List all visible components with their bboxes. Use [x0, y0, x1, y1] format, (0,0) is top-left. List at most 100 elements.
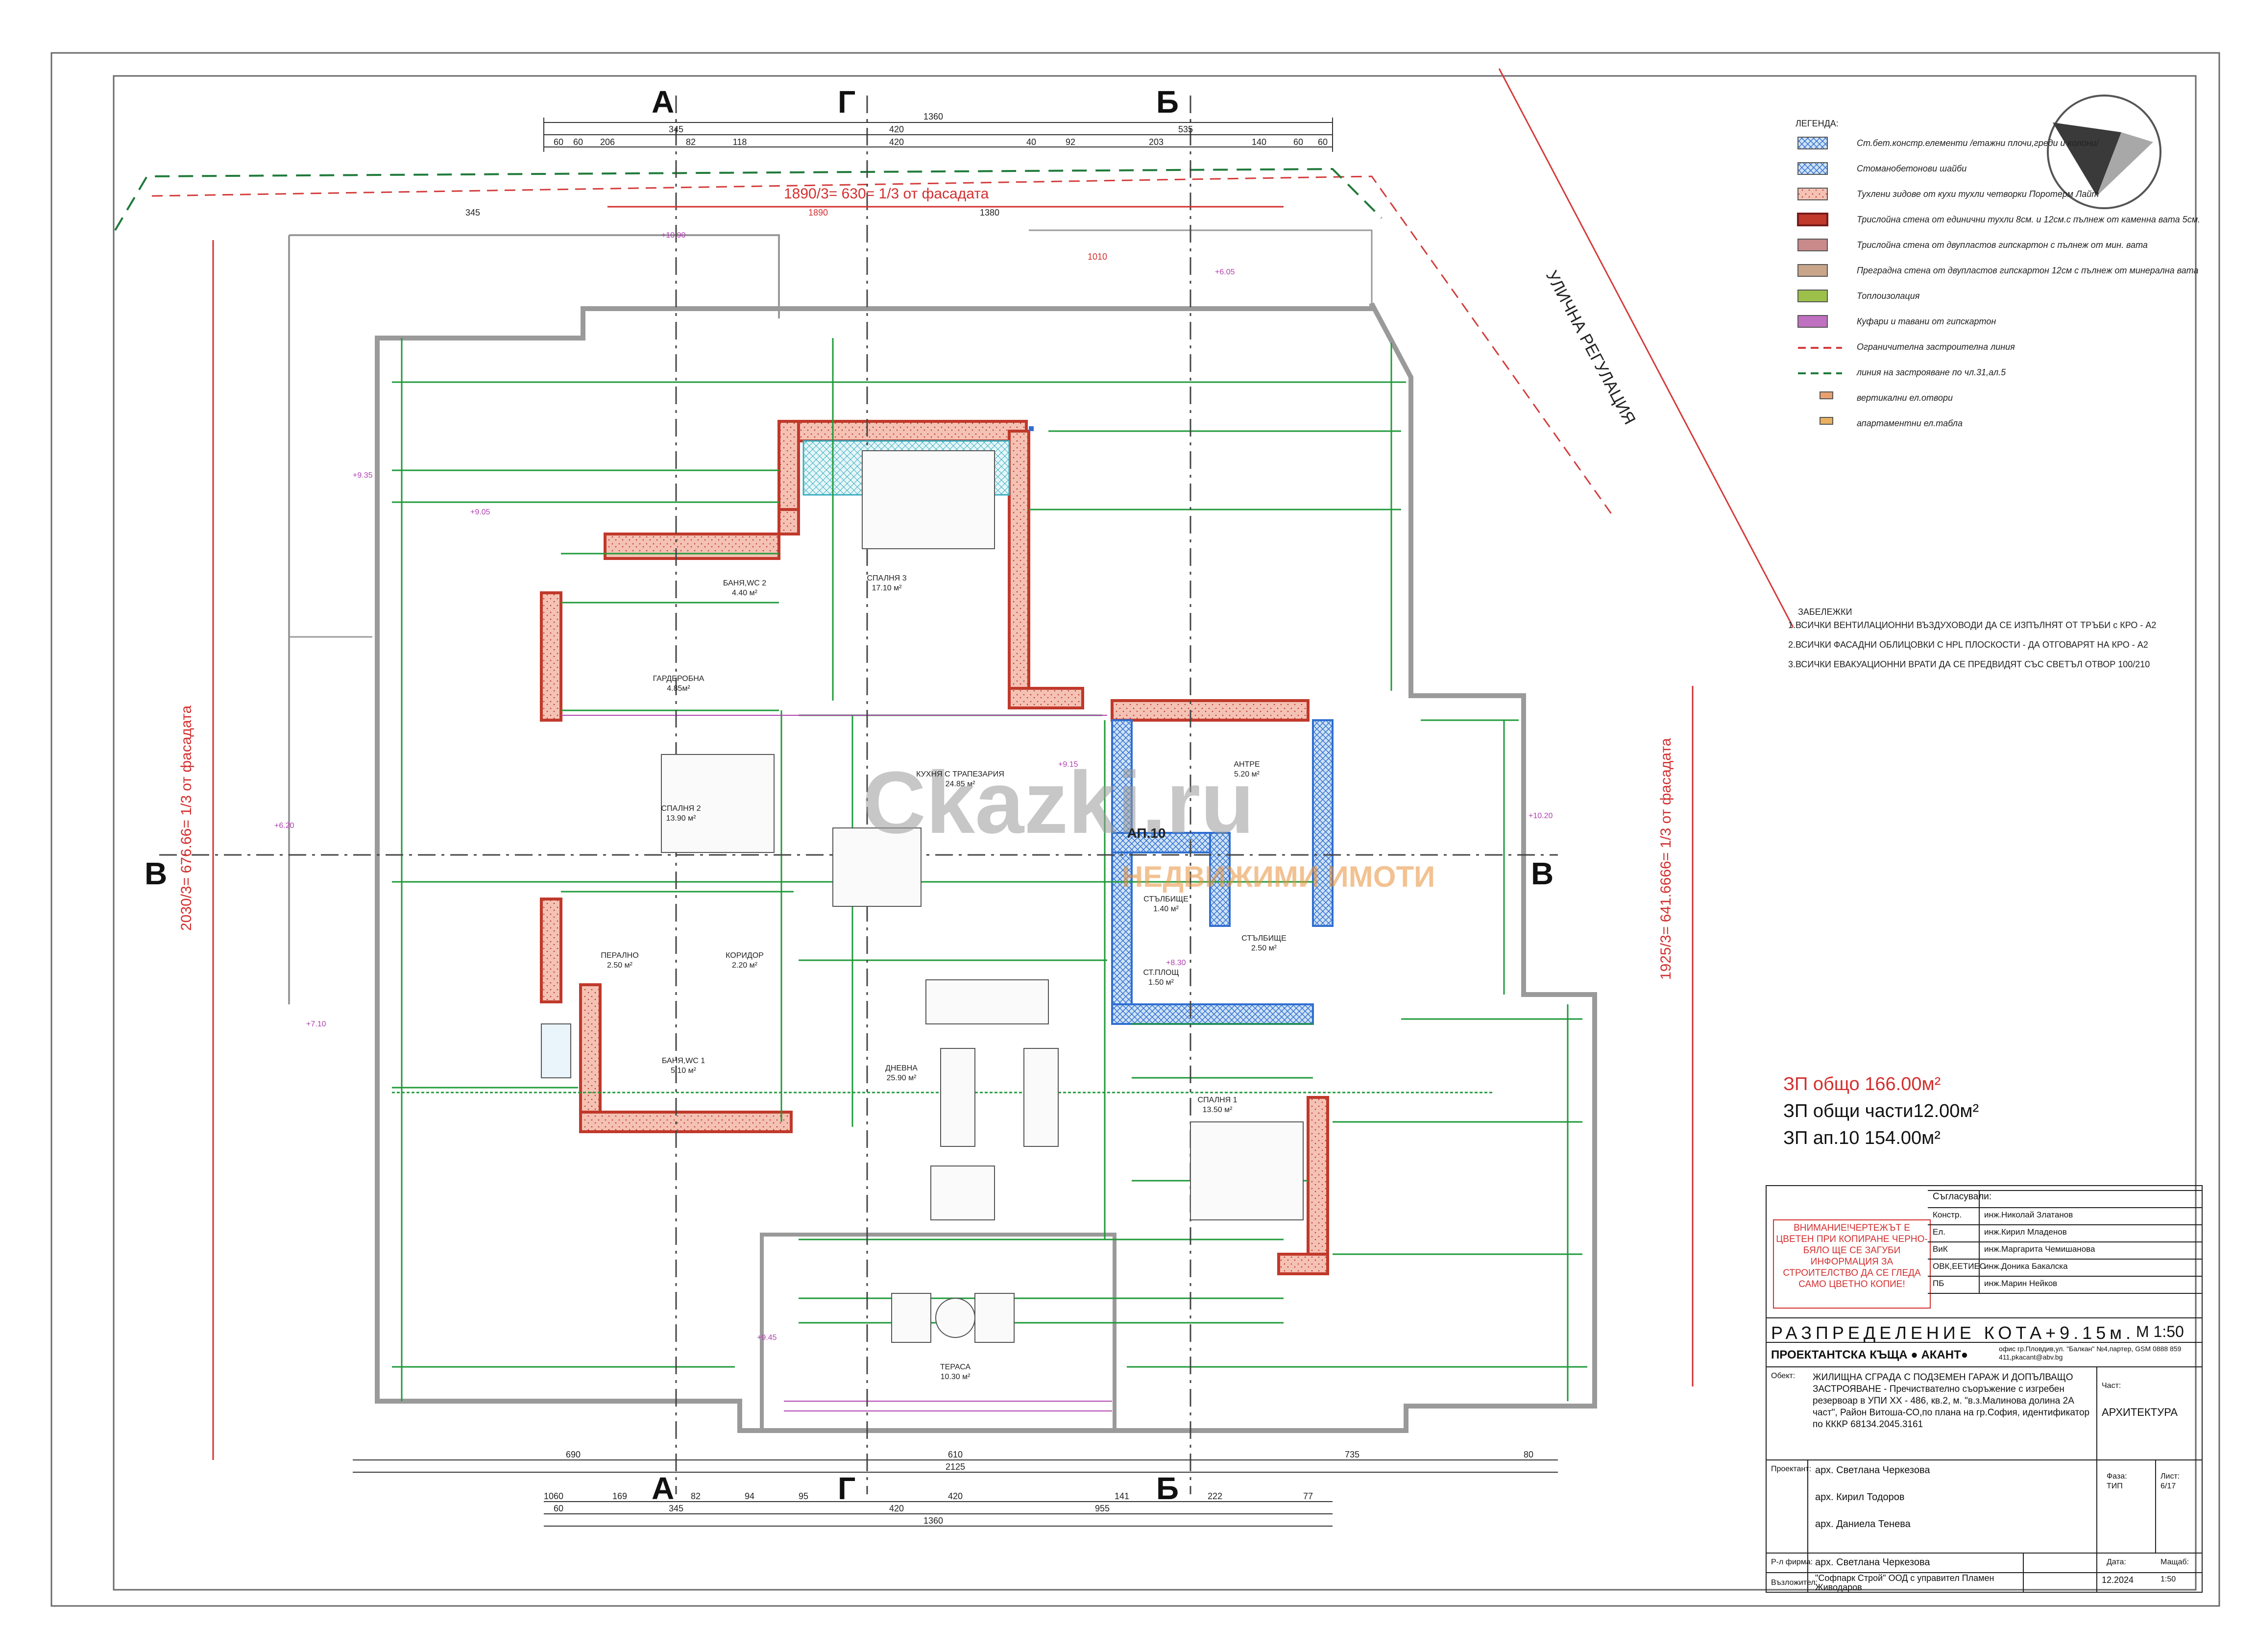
facade-lines: [212, 206, 1694, 1460]
dim-b4-a: 60: [554, 1504, 563, 1513]
legend-swatch-10: [1820, 391, 1833, 399]
dim-b3-g: 420: [948, 1491, 963, 1501]
legend-swatch-4: [1797, 239, 1828, 251]
legend-label-3: Трислойна стена от единични тухли 8см. и…: [1857, 215, 2200, 224]
dim-bottom-690: 690: [566, 1450, 581, 1459]
dim-top-g: 40: [1026, 137, 1036, 147]
designer-2: арх. Кирил Тодоров: [1815, 1492, 1905, 1503]
approval-role-4: ПБ: [1933, 1279, 1944, 1288]
part-value: АРХИТЕКТУРА: [2102, 1406, 2178, 1418]
approval-name-2: инж.Маргарита Чемишанова: [1984, 1244, 2095, 1254]
room-wardrobe-name: ГАРДЕРОБНА: [653, 675, 704, 683]
approval-name-0: инж.Николай Златанов: [1984, 1210, 2073, 1219]
level-5: +7.10: [306, 1020, 326, 1028]
level-2: +9.35: [353, 471, 373, 480]
dim-top-b: 60: [573, 137, 583, 147]
bottom-dimension-lines: [353, 1459, 1558, 1527]
room-hall-name: АНТРЕ: [1234, 760, 1260, 769]
legend-swatch-11: [1820, 417, 1833, 425]
dim-top-f: 420: [889, 137, 904, 147]
dim-top-h: 92: [1066, 137, 1075, 147]
section-mark-a-top: А: [652, 84, 674, 120]
legend-label-2: Тухлени зидове от кухи тухли четворки По…: [1857, 189, 2099, 199]
dim-top-e: 118: [733, 137, 747, 147]
sheet-number-label: Лист:: [2160, 1472, 2180, 1481]
approvals-title: Съгласували:: [1933, 1191, 1992, 1202]
client-label: Възложител:: [1771, 1579, 1818, 1587]
section-axes: [159, 96, 1558, 1494]
dim-b3-h: 141: [1115, 1491, 1129, 1501]
dim-bottom-80: 80: [1524, 1450, 1533, 1459]
legend-label-7: Куфари и тавани от гипскартон: [1857, 316, 1996, 326]
studio-address: офис гр.Пловдив,ул. "Балкан" №4,партер, …: [1999, 1345, 2182, 1361]
dim-b3-i: 222: [1208, 1491, 1222, 1501]
dim-b4-d: 955: [1095, 1504, 1110, 1513]
room-laundry-area: 2.50 м²: [607, 961, 633, 970]
ceiling-lines: [561, 715, 1112, 1411]
room-stairs1-name: СТЪЛБИЩЕ: [1143, 895, 1189, 903]
section-mark-b-bottom: Б: [1156, 1471, 1179, 1506]
designer-3: арх. Даниела Тенева: [1815, 1519, 1911, 1530]
legend-label-1: Стоманобетонови шайби: [1857, 164, 1966, 173]
title-block-frame: [1766, 1185, 2203, 1593]
designer-label: Проектант:: [1771, 1465, 1812, 1473]
level-4: +6.20: [274, 822, 294, 830]
legend-swatch-7: [1797, 315, 1828, 328]
dim-b3-a: 10: [544, 1491, 554, 1501]
notes-block: ЗАБЕЛЕЖКИ 1.ВСИЧКИ ВЕНТИЛАЦИОННИ ВЪЗДУХО…: [1788, 607, 2156, 669]
top-dimension-lines: [543, 118, 1333, 152]
room-bedroom2-area: 13.90 м²: [666, 814, 696, 823]
room-corridor-name: КОРИДОР: [726, 951, 764, 960]
watermark: Ckazki.ru НЕДВИЖИМИ ИМОТИ: [862, 753, 1435, 893]
room-stairs1-area: 1.40 м²: [1153, 905, 1179, 913]
room-laundry-name: ПЕРАЛНО: [601, 951, 638, 960]
apartment-number: АП.10: [1127, 826, 1166, 841]
legend-label-5: Преградна стена от двупластов гипскартон…: [1857, 266, 2198, 275]
dim-top-d: 82: [686, 137, 696, 147]
level-8: +10.90: [661, 231, 685, 240]
north-arrow-icon: [2047, 95, 2161, 209]
client-value: "Софпарк Строй" ООД с управител Пламен Ж…: [1815, 1573, 1994, 1592]
level-7: +10.20: [1529, 812, 1553, 820]
facade-sub-1890: 1890: [808, 208, 828, 218]
green-dim-grid: [392, 338, 1587, 1401]
legend-label-11: апартаментни ел.табла: [1857, 418, 1963, 428]
room-landing-area: 1.50 м²: [1148, 978, 1174, 987]
room-bedroom2-name: СПАЛНЯ 2: [661, 804, 701, 813]
legend-swatch-3: [1797, 213, 1828, 226]
terrace-chair-2: [974, 1293, 1015, 1343]
note-2: 2.ВСИЧКИ ФАСАДНИ ОБЛИЦОВКИ С HPL ПЛОСКОС…: [1788, 640, 2148, 650]
note-3: 3.ВСИЧКИ ЕВАКУАЦИОННИ ВРАТИ ДА СЕ ПРЕДВИ…: [1788, 659, 2150, 669]
facade-sub-1010: 1010: [1088, 252, 1107, 262]
level-10: +8.30: [1166, 959, 1186, 967]
walls-concrete: [1029, 426, 1334, 1025]
room-stairs2-area: 2.50 м²: [1251, 944, 1277, 952]
legend-label-4: Трислойна стена от двупластов гипскартон…: [1857, 240, 2148, 250]
approval-role-1: Ел.: [1933, 1227, 1945, 1237]
dim-top-535: 535: [1178, 124, 1193, 134]
room-kitchen-name: КУХНЯ С ТРАПЕЗАРИЯ: [916, 770, 1004, 778]
area-summary: ЗП общо 166.00м² ЗП общи части12.00м² ЗП…: [1783, 1074, 1979, 1148]
restriction-line-top: [151, 175, 1613, 515]
legend-label-9: линия на застрояване по чл.31,ал.5: [1856, 367, 2006, 377]
room-bath1-area: 5.10 м²: [671, 1067, 697, 1075]
object-label: Обект:: [1771, 1372, 1796, 1380]
area-total: ЗП общо 166.00м²: [1783, 1074, 1941, 1094]
bed-bedroom1: [1190, 1121, 1304, 1220]
facade-sub-1380: 1380: [980, 208, 999, 218]
room-bath2-name: БАНЯ,WC 2: [723, 579, 766, 587]
room-wardrobe-area: 4.85м²: [667, 684, 690, 693]
section-mark-v-left: В: [145, 856, 167, 891]
dim-top-345: 345: [669, 124, 683, 134]
level-6: +6.05: [1215, 268, 1235, 276]
color-warning: ВНИМАНИЕ!ЧЕРТЕЖЪТ Е ЦВЕТЕН ПРИ КОПИРАНЕ …: [1776, 1223, 1928, 1289]
level-9: +9.45: [757, 1334, 777, 1342]
bath-tub: [541, 1023, 571, 1078]
dim-bottom-1360: 1360: [923, 1516, 943, 1526]
legend-label-6: Топлоизолация: [1857, 291, 1920, 301]
room-stairs2-name: СТЪЛБИЩЕ: [1241, 934, 1286, 943]
sheet-title: РАЗПРЕДЕЛЕНИЕ КОТА+9.15м.: [1771, 1323, 2135, 1343]
firm-value: арх. Светлана Черкезова: [1815, 1557, 1930, 1568]
